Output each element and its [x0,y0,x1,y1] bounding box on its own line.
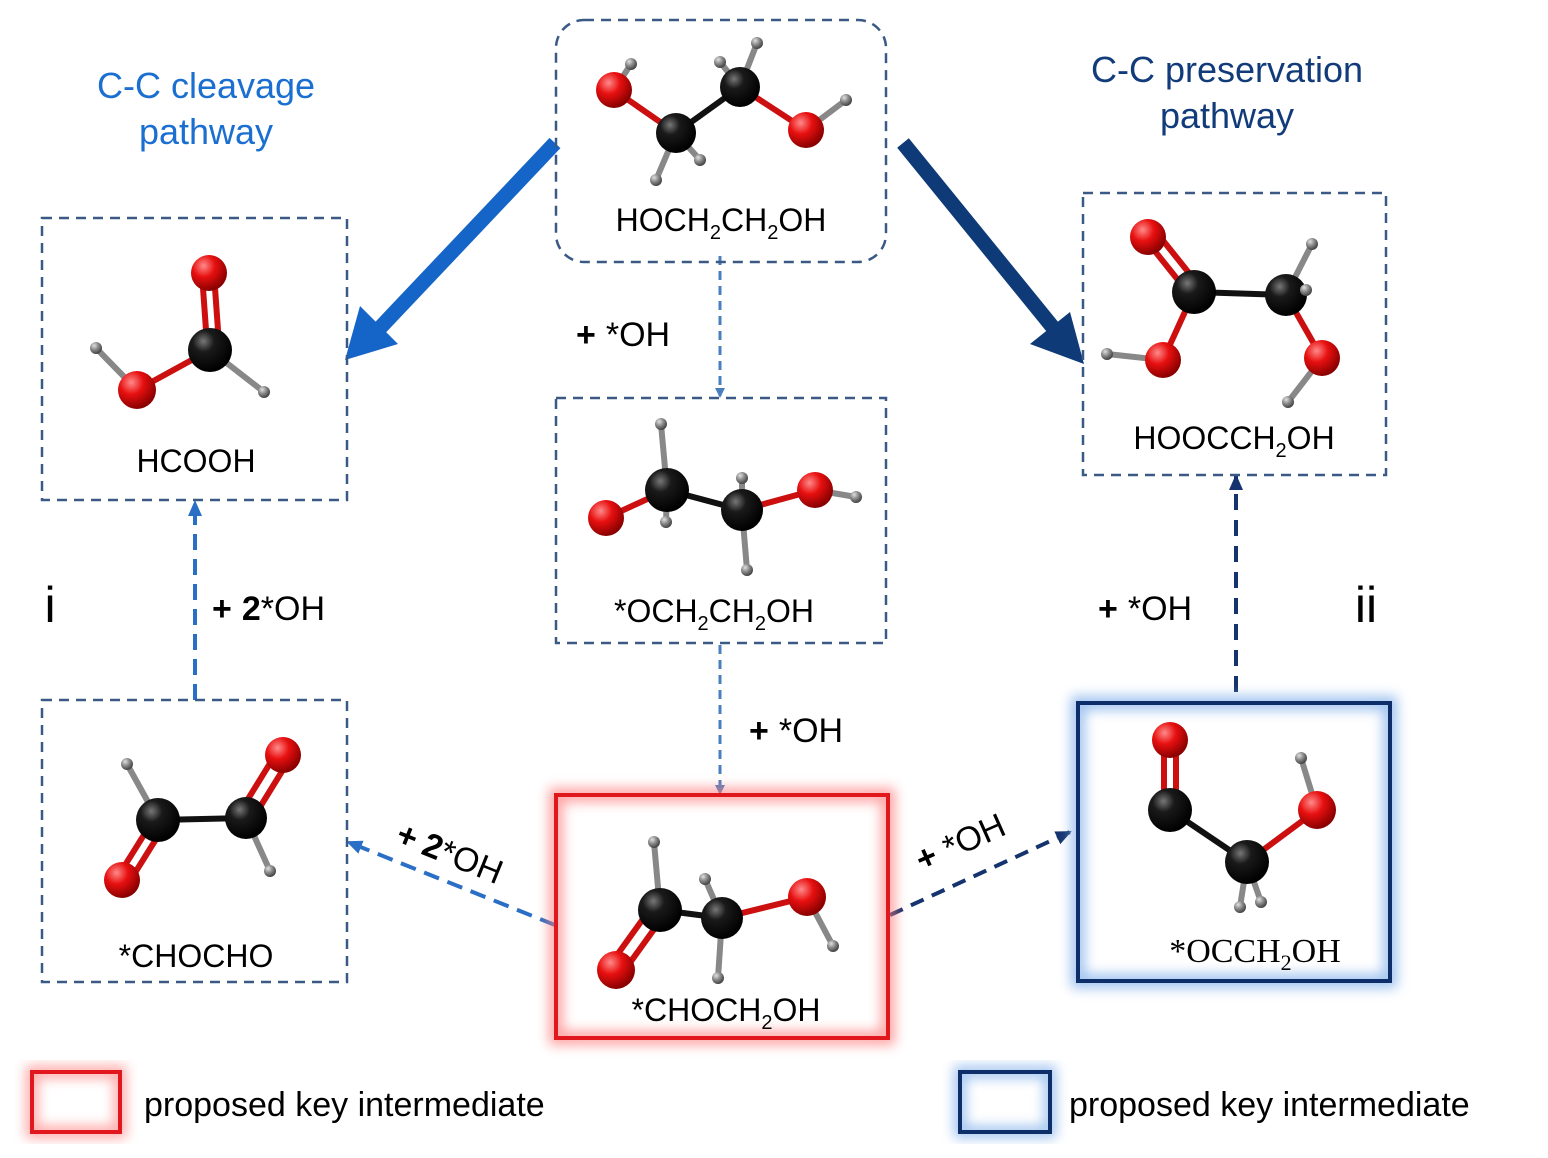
arrow-choch2oh-to-chocho [346,840,556,927]
legend-blue-swatch [958,1070,1052,1134]
pathway-i-label: i [44,577,55,633]
chocho-molecule-icon [104,737,301,898]
pathway-ii-label: ii [1355,577,1377,633]
box-choch2oh-key-intermediate [554,793,890,1040]
occh2oh-molecule-icon [1148,722,1336,913]
choch2oh-molecule-icon [597,836,839,989]
box-formic-acid [40,216,349,502]
box-glycolic-acid [1081,191,1388,477]
formula-chocho: *CHOCHO [119,938,274,974]
box-chocho [40,698,349,984]
box-ethylene-glycol [554,18,888,264]
legend-red-key-intermediate: proposed key intermediate [26,1066,545,1138]
formula-glycolic-acid: HOOCCH2OH [1133,420,1334,462]
box-occh2oh-key-intermediate [1076,701,1392,983]
cleavage-title-line2: pathway [139,111,273,152]
step-label-to-glycolic: +*OH [1098,590,1192,628]
legend-blue-label: proposed key intermediate [1069,1086,1470,1124]
preservation-title-line2: pathway [1160,95,1294,136]
legend-red-swatch [30,1070,122,1134]
preservation-title-line1: C-C preservation [1091,49,1363,90]
preservation-main-arrow [897,138,1084,364]
step-label-to-choch2oh: +*OH [749,712,843,750]
glycolic-acid-molecule-icon [1101,219,1340,408]
legend-blue-key-intermediate: proposed key intermediate [954,1066,1470,1138]
cleavage-main-arrow [345,137,561,360]
legend-red-label: proposed key intermediate [144,1086,545,1124]
formula-formic-acid: HCOOH [136,443,255,479]
formula-choch2oh: *CHOCH2OH [632,992,821,1034]
arrow-choch2oh-to-occh2oh [889,830,1072,917]
step-label-to-occh2oh: +*OH [910,806,1011,879]
och2ch2oh-molecule-icon [588,418,862,576]
step-label-to-hcooh: +2*OH [212,590,325,628]
step-label-to-och2: +*OH [576,316,670,354]
formula-occh2oh: *OCCH2OH [1169,933,1341,975]
step-label-to-chocho: +2*OH [391,815,508,892]
cleavage-title-line1: C-C cleavage [97,65,315,106]
formula-och2ch2oh: *OCH2CH2OH [614,593,814,635]
ethylene-glycol-molecule-icon [596,37,852,186]
formic-acid-molecule-icon [90,255,270,409]
formula-ethylene-glycol: HOCH2CH2OH [616,202,827,244]
box-och2ch2oh [554,396,888,645]
